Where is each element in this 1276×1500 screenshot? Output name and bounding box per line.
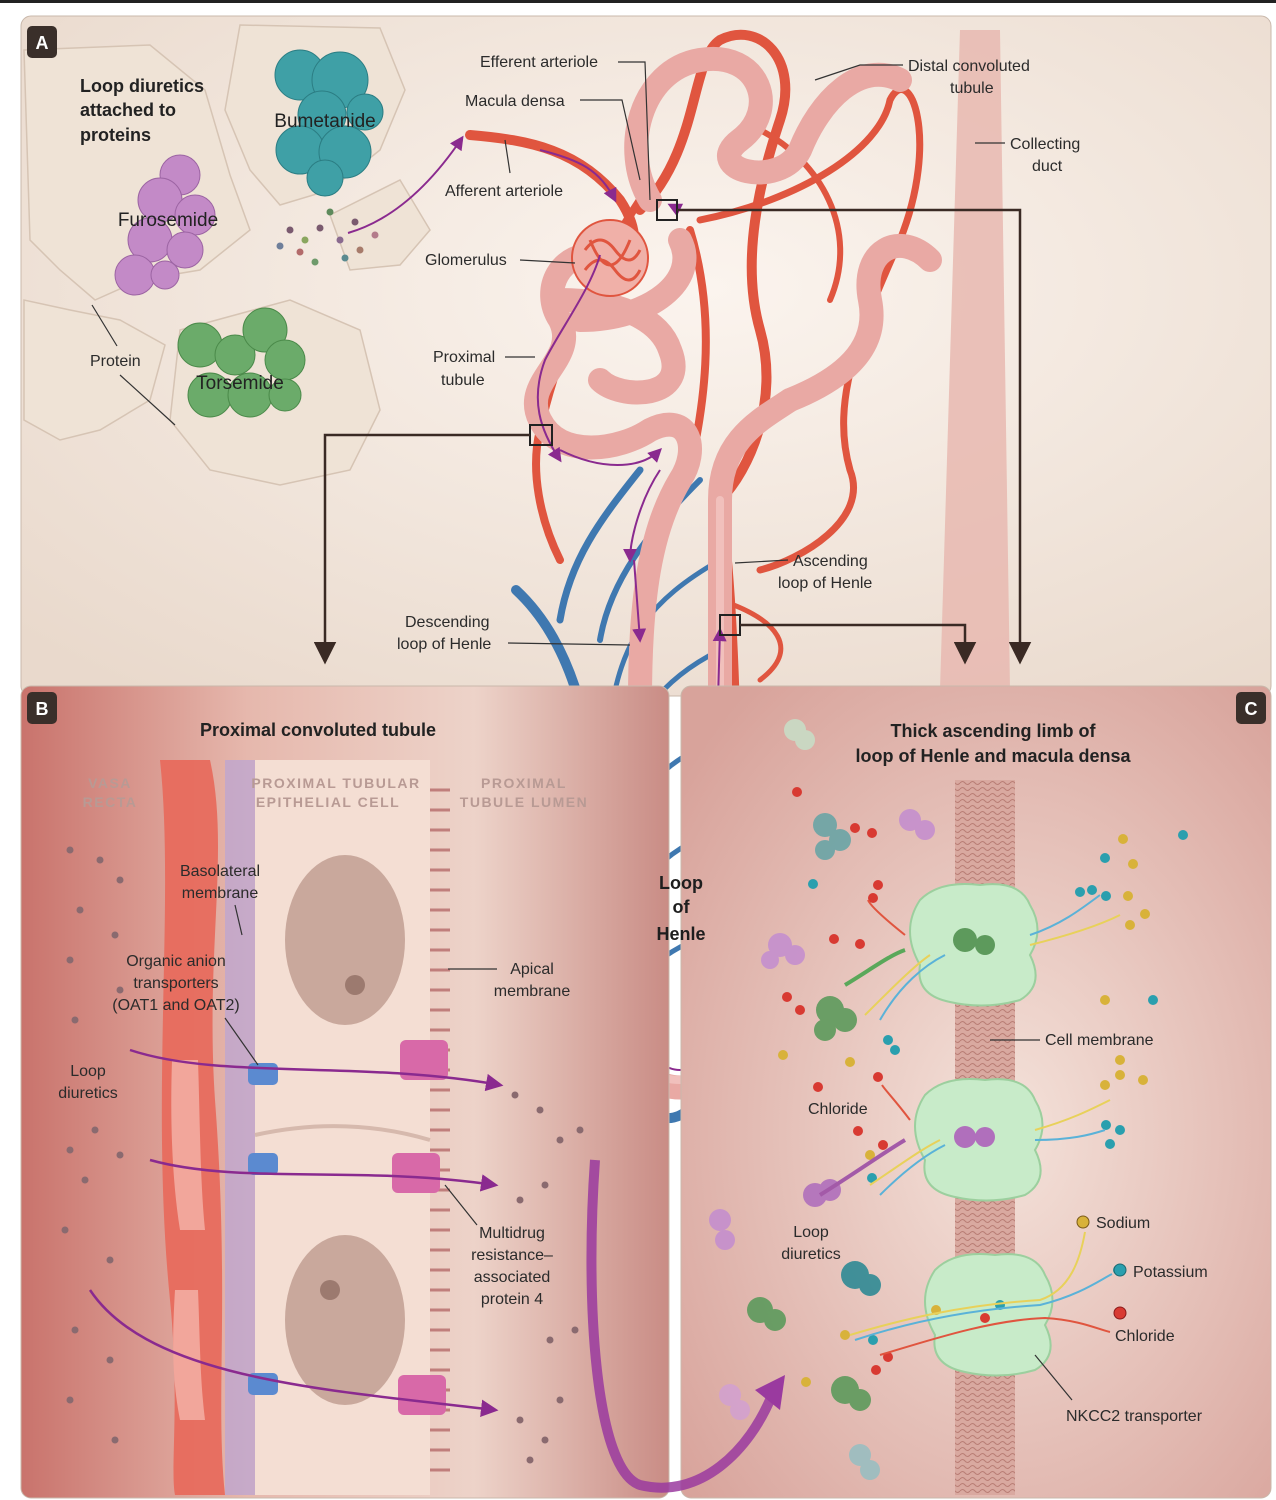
region-vasa-recta-1: VASA xyxy=(88,775,132,791)
loop-diuretics-c-2: diuretics xyxy=(781,1246,841,1263)
glomerulus-label: Glomerulus xyxy=(425,252,507,269)
panel-letter-b: B xyxy=(36,699,49,719)
glomerulus xyxy=(572,220,648,296)
region-lumen-2: TUBULE LUMEN xyxy=(460,794,588,810)
nucleus-upper xyxy=(285,855,405,1025)
region-lumen-1: PROXIMAL xyxy=(481,775,567,791)
panel-c-title-1: Thick ascending limb of xyxy=(890,721,1096,741)
heading-a-line1: Loop diuretics xyxy=(80,76,204,96)
apical-label-1: Apical xyxy=(510,961,554,978)
nucleus-lower xyxy=(285,1235,405,1405)
collecting-duct-label-line2: duct xyxy=(1032,158,1063,175)
torsemide-label: Torsemide xyxy=(196,373,284,394)
loop-diuretics-b-1: Loop xyxy=(70,1063,106,1080)
region-vasa-recta-2: RECTA xyxy=(83,794,138,810)
heading-a-line2: attached to xyxy=(80,100,176,120)
macula-densa-label: Macula densa xyxy=(465,93,565,110)
descending-loop-label-line2: loop of Henle xyxy=(397,636,491,653)
loop-of-henle-line2: of xyxy=(673,897,691,917)
oat-label-1: Organic anion xyxy=(126,953,226,970)
afferent-arteriole-label: Afferent arteriole xyxy=(445,183,563,200)
proximal-tubule-label-line2: tubule xyxy=(441,372,485,389)
panel-letter-c: C xyxy=(1245,699,1258,719)
efferent-arteriole-label: Efferent arteriole xyxy=(480,54,598,71)
loop-diuretics-c-1: Loop xyxy=(793,1224,829,1241)
panel-letter-a: A xyxy=(36,33,49,53)
oat-label-3: (OAT1 and OAT2) xyxy=(112,997,239,1014)
loop-of-henle-line1: Loop xyxy=(659,873,703,893)
legend-potassium: Potassium xyxy=(1133,1264,1208,1281)
descending-loop-label-line1: Descending xyxy=(405,614,490,631)
apical-label-2: membrane xyxy=(494,983,571,1000)
mrp4-label-3: associated xyxy=(474,1269,551,1286)
basolateral-label-1: Basolateral xyxy=(180,863,260,880)
bumetanide-label: Bumetanide xyxy=(274,111,375,132)
furosemide-label: Furosemide xyxy=(118,210,218,231)
legend-chloride: Chloride xyxy=(1115,1328,1175,1345)
proximal-tubule-label-line1: Proximal xyxy=(433,349,495,366)
mrp4-label-2: resistance– xyxy=(471,1247,553,1264)
ascending-loop-label-line1: Ascending xyxy=(793,553,868,570)
protein-label: Protein xyxy=(90,353,141,370)
region-epithelial-2: EPITHELIAL CELL xyxy=(256,794,400,810)
chloride-mid-label: Chloride xyxy=(808,1101,868,1118)
legend-sodium: Sodium xyxy=(1096,1215,1150,1232)
panel-c-title-2: loop of Henle and macula densa xyxy=(855,746,1131,766)
loop-of-henle-line3: Henle xyxy=(656,924,705,944)
region-epithelial-1: PROXIMAL TUBULAR xyxy=(251,775,420,791)
nkcc2-label: NKCC2 transporter xyxy=(1066,1408,1203,1425)
heading-a-line3: proteins xyxy=(80,125,151,145)
collecting-duct-label-line1: Collecting xyxy=(1010,136,1080,153)
mrp4-label-4: protein 4 xyxy=(481,1291,543,1308)
distal-tubule-label-line1: Distal convoluted xyxy=(908,58,1030,75)
distal-tubule-label-line2: tubule xyxy=(950,80,994,97)
mrp4-label-1: Multidrug xyxy=(479,1225,545,1242)
cell-membrane-label: Cell membrane xyxy=(1045,1032,1154,1049)
loop-diuretics-b-2: diuretics xyxy=(58,1085,118,1102)
basolateral-label-2: membrane xyxy=(182,885,259,902)
oat-label-2: transporters xyxy=(133,975,218,992)
panel-b-title: Proximal convoluted tubule xyxy=(200,720,436,740)
ascending-loop-label-line2: loop of Henle xyxy=(778,575,872,592)
